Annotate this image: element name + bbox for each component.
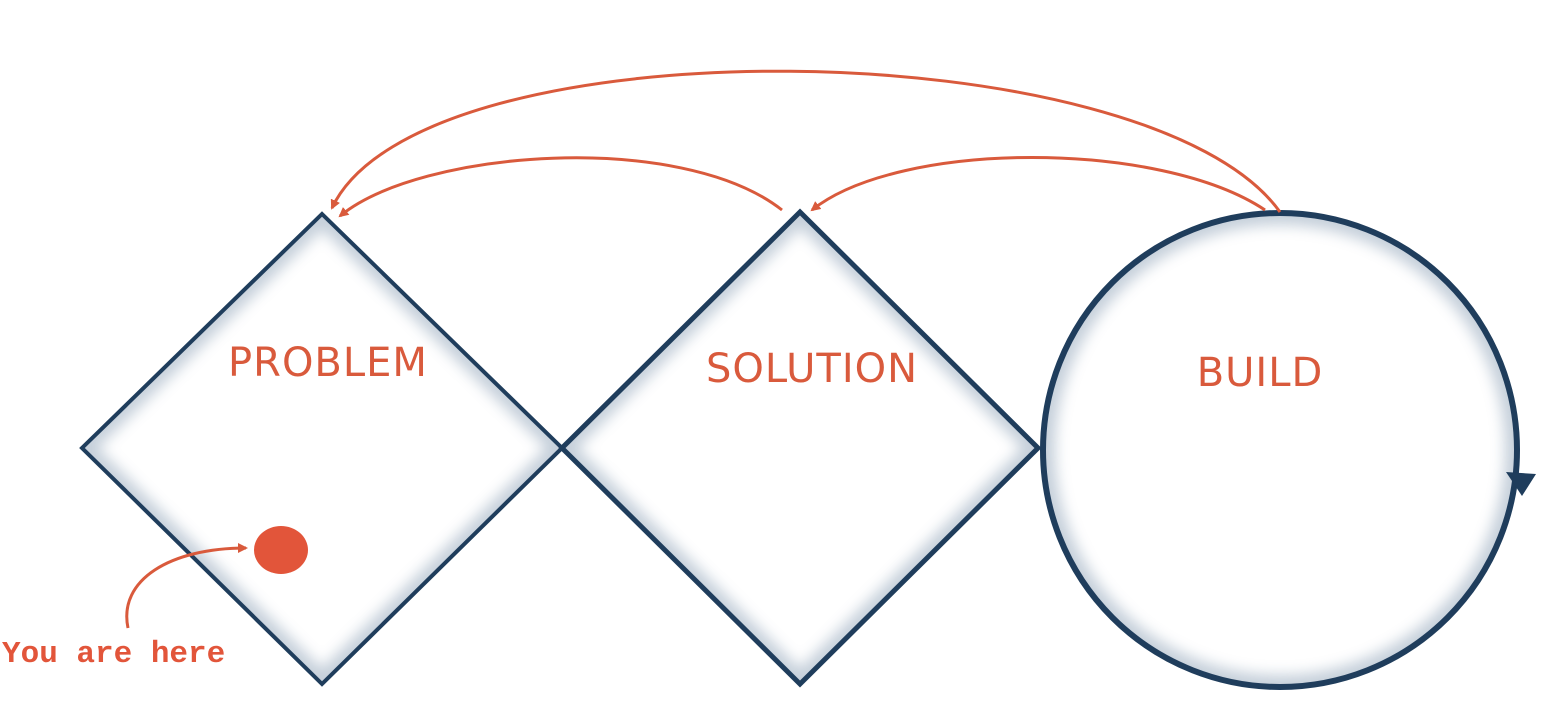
stage-label-build: BUILD [1197,350,1324,396]
feedback-arrow-build-to-solution [810,156,1266,212]
you-are-here-marker: You are here [2,526,308,672]
feedback-arrow-build-to-problem [330,69,1282,213]
build-circle [1040,210,1520,690]
you-are-here-label: You are here [2,637,225,672]
problem-diamond [79,211,565,687]
stage-label-solution: SOLUTION [706,346,918,392]
feedback-arrow-solution-to-problem [338,156,783,218]
stage-label-problem: PROBLEM [228,340,428,386]
cycle-arrowhead-icon [1506,472,1536,496]
location-dot-icon [254,526,308,574]
marker-pointer-arrow [125,543,248,629]
solution-diamond [558,208,1042,688]
